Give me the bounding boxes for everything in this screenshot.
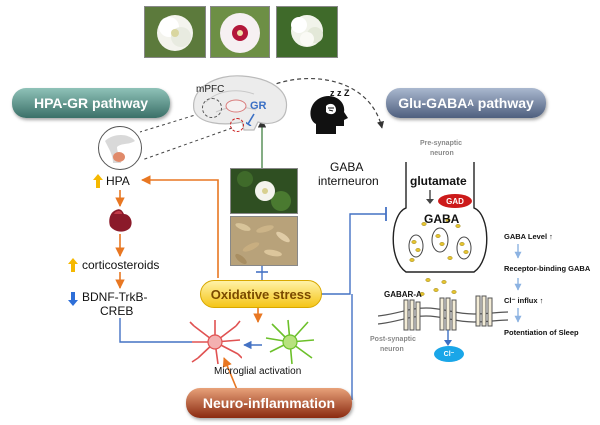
gaba-interneuron-label-line1: GABA [330, 160, 364, 174]
zoom-line-upper [139, 111, 206, 133]
postsynaptic-label-line2: neuron [380, 346, 404, 353]
flower-photo-3 [276, 6, 338, 58]
presynaptic-label-line1: Pre-synaptic [420, 140, 463, 147]
oxidative-stress-banner: Oxidative stress [200, 280, 322, 308]
plant-photo [230, 168, 298, 214]
effect-cl-influx: Cl⁻ influx ↑ [504, 296, 544, 305]
effect-gaba-level: GABA Level ↑ [504, 232, 553, 241]
hpa-label: HPA [106, 174, 130, 188]
bdnf-label-line2: CREB [100, 304, 134, 318]
chloride-ion-badge: Cl⁻ [434, 346, 464, 362]
gr-region-circle [230, 118, 244, 132]
glutamate-down-arrow-icon [426, 190, 434, 209]
corticosteroids-label: corticosteroids [82, 258, 160, 272]
effect-receptor-binding: Receptor-binding GABA [504, 264, 591, 273]
neuro-inflammation-label: Neuro-inflammation [202, 395, 336, 411]
brain-to-gaba-arc [269, 77, 384, 129]
gad-enzyme-badge: GAD [438, 194, 472, 208]
sleeping-head-icon [304, 92, 354, 136]
corticosteroids-up-arrow-icon [68, 258, 78, 277]
gaba-interneuron-label-line2: interneuron [318, 174, 379, 188]
mpfc-region-circle [202, 98, 222, 118]
synapse-diagram [384, 162, 496, 326]
zoom-line-lower [141, 127, 233, 161]
gaba-label: GABA [424, 212, 460, 226]
gr-arrow-icon [244, 112, 256, 131]
glu-gaba-label-main: Glu-GABA [398, 95, 468, 111]
flower-photo-2 [210, 6, 270, 58]
neuro-to-microglia-arrow [222, 357, 239, 393]
resting-microglia-icon [264, 318, 316, 366]
sleep-zz-label: z z Z [330, 88, 350, 98]
glu-gaba-label-tail: pathway [473, 95, 534, 111]
mpfc-label: mPFC [196, 84, 225, 95]
gabar-a-label: GABAR-A [384, 290, 422, 299]
presynaptic-label-line2: neuron [430, 150, 454, 157]
hpa-gr-pathway-banner: HPA-GR pathway [12, 88, 170, 118]
gad-label: GAD [446, 196, 464, 206]
glutamate-label: glutamate [410, 174, 467, 188]
oxidative-stress-label: Oxidative stress [210, 286, 312, 302]
seed-photo [230, 216, 298, 266]
postsynaptic-label-line1: Post-synaptic [370, 336, 416, 343]
neuro-inflammation-banner: Neuro-inflammation [186, 388, 352, 418]
oxidative-to-hpa-arrow [141, 175, 219, 278]
effect-sleep-potentiation: Potentiation of Sleep [504, 328, 579, 337]
glu-gaba-label-sub: A [467, 98, 474, 108]
bdnf-down-arrow-icon [68, 292, 78, 311]
oxidative-to-synapse-line [320, 213, 386, 295]
chloride-ion-label: Cl⁻ [443, 351, 455, 358]
bdnf-to-microglia-line [119, 318, 192, 343]
flower-photo-1 [144, 6, 206, 58]
bdnf-label-line1: BDNF-TrkB- [82, 290, 148, 304]
adrenal-gland-icon [106, 206, 136, 234]
activated-microglia-icon [188, 318, 243, 366]
hpa-up-arrow-icon [93, 174, 103, 193]
hpa-gr-pathway-label: HPA-GR pathway [33, 95, 149, 111]
postsynaptic-membrane [377, 292, 509, 366]
pituitary-zoom-circle [98, 126, 142, 170]
microglial-activation-label: Microglial activation [214, 366, 302, 377]
gr-label: GR [250, 100, 267, 112]
